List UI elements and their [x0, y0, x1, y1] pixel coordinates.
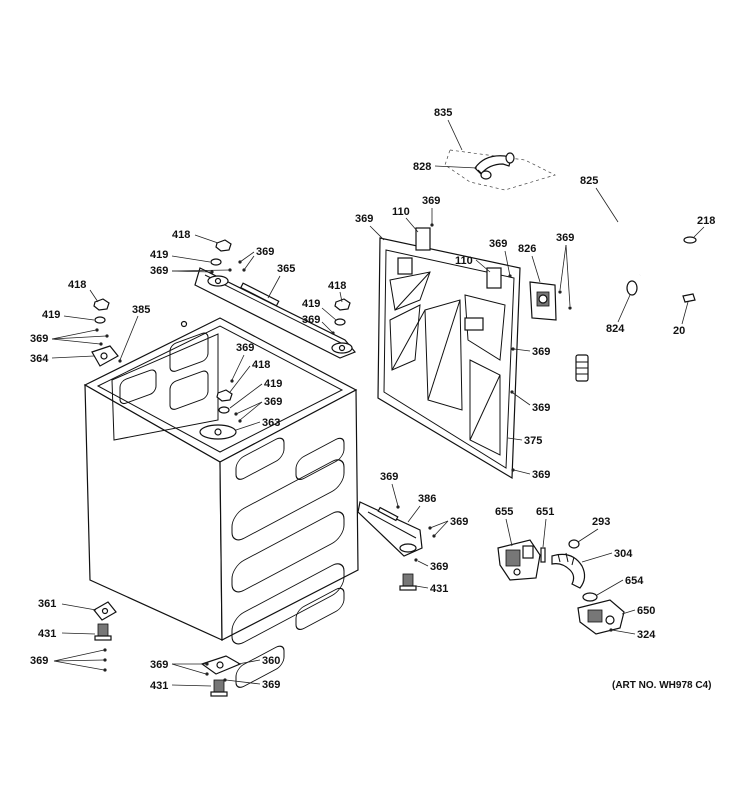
label-365: 365	[277, 263, 295, 275]
label-293: 293	[592, 516, 610, 528]
label-369h: 369	[30, 333, 48, 345]
label-825: 825	[580, 175, 598, 187]
label-369k: 369	[532, 346, 550, 358]
label-20: 20	[673, 325, 685, 337]
rear-rail-386	[357, 501, 423, 557]
label-369l: 369	[532, 402, 550, 414]
label-418b: 418	[328, 280, 346, 292]
label-364: 364	[30, 353, 49, 365]
fill-hose-825	[575, 182, 694, 382]
label-369d: 369	[556, 232, 574, 244]
label-363: 363	[262, 417, 280, 429]
label-418a: 418	[172, 229, 190, 241]
label-369b: 369	[355, 213, 373, 225]
leg-431b	[94, 623, 112, 641]
washer-419d	[218, 406, 230, 414]
label-369p: 369	[30, 655, 48, 667]
pump-650	[577, 599, 625, 635]
label-835: 835	[434, 107, 452, 119]
washer-419c	[94, 316, 106, 324]
label-419d: 419	[264, 378, 282, 390]
label-304: 304	[614, 548, 633, 560]
washer-419b	[334, 318, 346, 326]
label-369n: 369	[380, 471, 398, 483]
cabinet-363	[83, 317, 359, 688]
label-218: 218	[697, 215, 715, 227]
label-110a: 110	[392, 206, 410, 218]
cover-110b	[486, 267, 502, 289]
label-369m: 369	[532, 469, 550, 481]
plug-385	[180, 320, 188, 328]
label-418c: 418	[68, 279, 86, 291]
label-369a: 369	[422, 195, 440, 207]
label-419a: 419	[150, 249, 168, 261]
label-369r: 369	[262, 679, 280, 691]
label-418d: 418	[252, 359, 270, 371]
label-431a: 431	[430, 583, 448, 595]
label-419c: 419	[42, 309, 60, 321]
clamp-824	[626, 280, 638, 296]
label-385: 385	[132, 304, 150, 316]
nut-418c	[93, 298, 110, 311]
label-369q: 369	[150, 659, 168, 671]
rear-panel-375	[377, 237, 521, 480]
clamp-654	[582, 592, 598, 602]
label-654: 654	[625, 575, 644, 587]
label-324: 324	[637, 629, 656, 641]
label-369o: 369	[430, 561, 448, 573]
leg-431a	[399, 573, 417, 591]
label-386: 386	[418, 493, 436, 505]
label-369i: 369	[236, 342, 254, 354]
label-360: 360	[262, 655, 280, 667]
washer-419a	[210, 258, 222, 266]
top-rail-365	[194, 267, 356, 359]
screen-20	[682, 293, 696, 303]
clamp-651	[540, 547, 546, 563]
drain-hose-304	[551, 552, 586, 589]
nut-418d	[216, 389, 233, 402]
corner-brace-364	[91, 345, 119, 367]
label-361: 361	[38, 598, 56, 610]
label-369g: 369	[302, 314, 320, 326]
gasket-293	[568, 539, 580, 549]
label-369c: 369	[489, 238, 507, 250]
drain-pump-655	[497, 539, 541, 581]
label-431c: 431	[150, 680, 168, 692]
water-valve-826	[529, 281, 557, 321]
leg-431c	[210, 679, 228, 697]
label-826: 826	[518, 243, 536, 255]
label-369j: 369	[264, 396, 282, 408]
hose-kit-835	[444, 149, 556, 191]
corner-brace-361	[93, 601, 117, 621]
label-655: 655	[495, 506, 513, 518]
washer-218	[683, 236, 697, 244]
nut-418b	[334, 298, 351, 311]
label-828: 828	[413, 161, 431, 173]
label-431b: 431	[38, 628, 56, 640]
label-369f: 369	[256, 246, 274, 258]
cover-110a	[415, 227, 431, 251]
art-number: (ART NO. WH978 C4)	[612, 680, 711, 691]
label-110b: 110	[455, 255, 473, 267]
nut-418a	[215, 239, 232, 252]
label-375: 375	[524, 435, 542, 447]
label-651: 651	[536, 506, 554, 518]
label-419b: 419	[302, 298, 320, 310]
label-650: 650	[637, 605, 655, 617]
label-369o-top: 369	[450, 516, 468, 528]
label-369e: 369	[150, 265, 168, 277]
label-824: 824	[606, 323, 625, 335]
